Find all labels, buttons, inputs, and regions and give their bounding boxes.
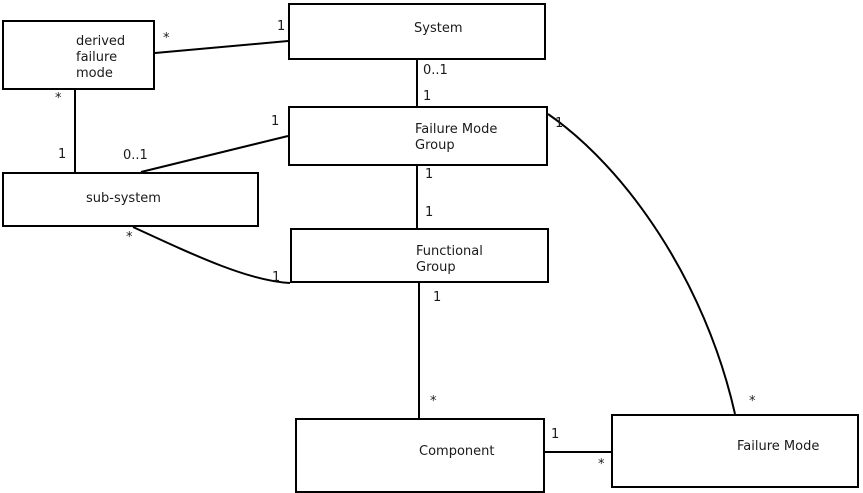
mult-derived-failure-mode-to-system: * — [163, 31, 170, 46]
edge-sub-system-functional-group — [132, 226, 291, 284]
mult-system-to-failure-mode-group: 0..1 — [423, 63, 448, 78]
mult-failure-mode-group-from-system: 1 — [423, 89, 432, 104]
mult-failure-mode-group-to-functional-group: 1 — [425, 167, 434, 182]
node-functional-group[interactable] — [290, 228, 549, 283]
mult-sub-system-from-derived-failure-mode: 1 — [58, 147, 67, 162]
mult-functional-group-from-sub-system: 1 — [272, 270, 281, 285]
edge-derived-failure-mode-system — [154, 40, 289, 54]
node-failure-mode[interactable] — [611, 414, 859, 488]
node-derived-failure-mode[interactable] — [2, 20, 155, 90]
mult-failure-mode-from-failure-mode-group: * — [749, 394, 756, 409]
mult-derived-failure-mode-to-sub-system: * — [55, 91, 62, 106]
node-label-failure-mode-group: Failure Mode Group — [415, 122, 498, 153]
node-label-failure-mode: Failure Mode — [737, 439, 820, 454]
mult-sub-system-to-failure-mode-group: 0..1 — [123, 148, 148, 163]
mult-functional-group-from-failure-mode-group: 1 — [425, 205, 434, 220]
node-label-functional-group: Functional Group — [416, 244, 483, 275]
edge-sub-system-failure-mode-group — [140, 135, 289, 173]
node-label-system: System — [414, 21, 463, 36]
mult-functional-group-to-component: 1 — [433, 290, 442, 305]
mult-sub-system-to-functional-group: * — [126, 230, 133, 245]
node-failure-mode-group[interactable] — [288, 106, 548, 166]
node-label-derived-failure-mode: derived failure mode — [76, 34, 126, 81]
mult-failure-mode-group-from-sub-system: 1 — [271, 114, 280, 129]
mult-component-from-functional-group: * — [430, 394, 437, 409]
mult-system-from-derived-failure-mode: 1 — [277, 19, 286, 34]
node-sub-system[interactable] — [2, 172, 259, 227]
node-label-component: Component — [419, 444, 495, 459]
edge-failure-mode-group-failure-mode — [547, 113, 736, 415]
node-component[interactable] — [295, 418, 545, 493]
mult-component-to-failure-mode: 1 — [551, 427, 560, 442]
mult-failure-mode-from-component: * — [598, 457, 605, 472]
node-system[interactable] — [288, 3, 546, 60]
node-label-sub-system: sub-system — [86, 191, 161, 206]
mult-failure-mode-group-to-failure-mode: 1 — [555, 116, 564, 131]
